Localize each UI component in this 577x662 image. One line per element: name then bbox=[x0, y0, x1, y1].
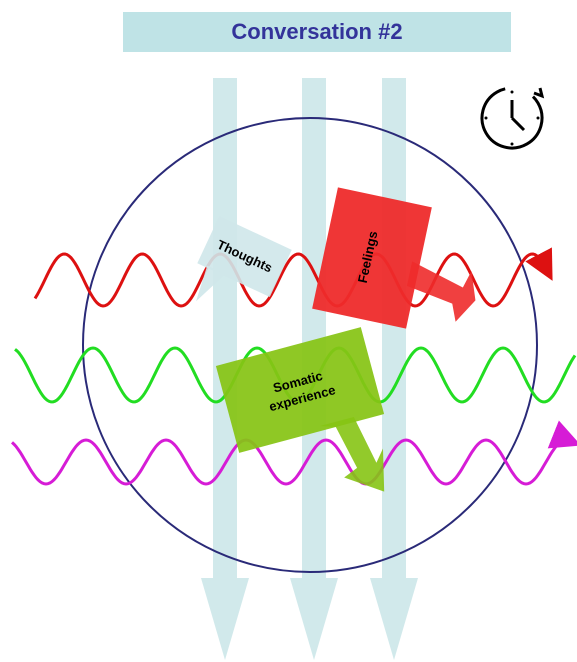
flow-arrow-left bbox=[201, 78, 249, 660]
flow-arrow-right bbox=[370, 78, 418, 660]
conversation-circle bbox=[82, 117, 538, 573]
thoughts-callout: Thoughts bbox=[196, 216, 292, 302]
feelings-callout: Feelings bbox=[312, 187, 476, 329]
wave-red bbox=[33, 247, 553, 308]
clock-icon bbox=[480, 86, 545, 150]
wave-magenta bbox=[10, 420, 577, 486]
title-banner: Conversation #2 bbox=[123, 12, 511, 52]
somatic-callout: Somatic experience bbox=[215, 327, 385, 492]
flow-arrow-middle bbox=[290, 78, 338, 660]
page-title: Conversation #2 bbox=[231, 19, 403, 44]
